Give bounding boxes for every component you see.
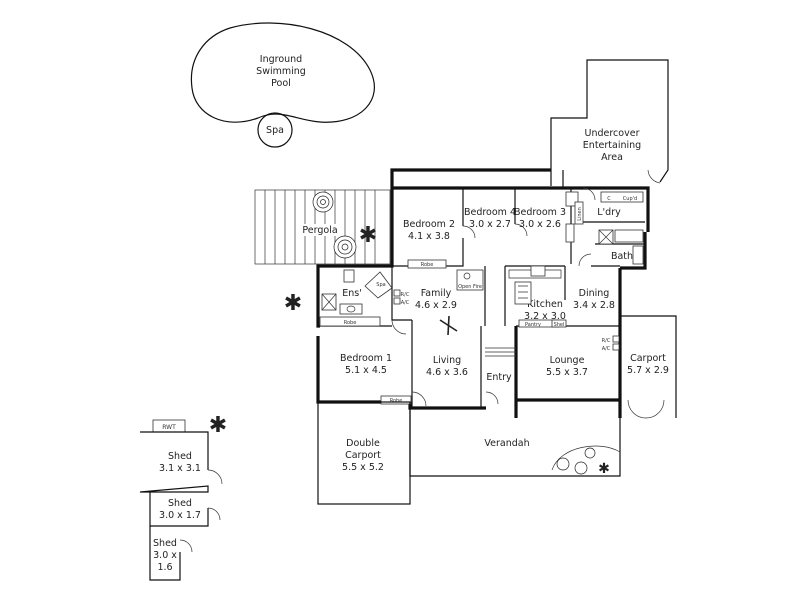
laundry-name: L'dry <box>597 207 621 218</box>
robe-label-1: Robe <box>421 262 434 268</box>
rc-unit-lounge <box>612 335 620 343</box>
ensuite-spa-label: Spa <box>376 282 385 288</box>
carport-east <box>620 315 677 419</box>
plant-icon <box>312 191 357 259</box>
pantry-label: Pantry <box>525 322 541 328</box>
lounge-dims: 5.5 x 3.7 <box>546 367 588 378</box>
shed2-dims: 3.0 x 1.7 <box>159 510 201 521</box>
bedroom1-name: Bedroom 1 <box>340 353 392 364</box>
family-name: Family <box>421 288 452 299</box>
pool-label-2: Swimming <box>256 66 306 77</box>
bedroom4-name: Bedroom 4 <box>464 207 516 218</box>
shed3-dims-1: 3.0 x <box>153 550 177 561</box>
pergola-label: Pergola <box>302 225 337 236</box>
living-dims: 4.6 x 3.6 <box>426 367 468 378</box>
rc-unit <box>393 289 401 297</box>
entertaining-label-1: Undercover <box>585 128 640 139</box>
double-carport-name-2: Carport <box>345 450 381 461</box>
entertaining-area-outline <box>550 59 669 186</box>
shed2-name: Shed <box>168 498 192 509</box>
linen-label: Linen <box>577 207 583 221</box>
shel-label: Shel <box>554 322 565 328</box>
double-carport-name-1: Double <box>346 438 380 449</box>
palm-plant-icon: ✱ <box>359 223 377 248</box>
living-name: Living <box>433 355 461 366</box>
ceiling-fan-icon <box>439 315 458 336</box>
entry-steps <box>485 347 516 357</box>
cupboard-c-label: C <box>607 196 611 202</box>
bedroom2-name: Bedroom 2 <box>403 219 455 230</box>
robe-ensuite <box>319 316 381 327</box>
cupboard-label: Cup'd <box>623 196 637 202</box>
kitchen-fixtures <box>508 265 567 328</box>
kitchen-dims: 3.2 x 3.0 <box>524 311 566 322</box>
double-carport-dims: 5.5 x 5.2 <box>342 462 384 473</box>
ac-label-family: A/C <box>401 300 410 306</box>
ensuite-name: Ens' <box>342 288 362 299</box>
sheds <box>139 419 223 581</box>
carport-name: Carport <box>630 353 666 364</box>
shed1-name: Shed <box>168 451 192 462</box>
rc-label-lounge: R/C <box>602 338 611 344</box>
entertaining-label-3: Area <box>601 152 623 163</box>
open-fire <box>456 269 484 291</box>
rc-label-family: R/C <box>401 292 410 298</box>
bedroom2-dims: 4.1 x 3.8 <box>408 231 450 242</box>
verandah-label: Verandah <box>484 438 529 449</box>
spa <box>257 112 293 148</box>
ac-label-lounge: A/C <box>602 346 611 352</box>
pool-label-1: Inground <box>260 54 302 65</box>
pool-label-3: Pool <box>271 78 291 89</box>
entertaining-label-2: Entertaining <box>583 140 641 151</box>
robe-bedroom2 <box>407 259 447 269</box>
shed3-dims-2: 1.6 <box>157 562 172 573</box>
garden-shrubs <box>556 447 596 475</box>
bedroom3-dims: 3.0 x 2.6 <box>519 219 561 230</box>
dining-name: Dining <box>579 288 610 299</box>
bath-name: Bath <box>611 251 633 262</box>
bedroom3-name: Bedroom 3 <box>514 207 566 218</box>
lounge-name: Lounge <box>550 355 585 366</box>
shed3-name: Shed <box>153 538 177 549</box>
kitchen-name: Kitchen <box>527 299 563 310</box>
ac-unit <box>393 297 401 305</box>
shed1-dims: 3.1 x 3.1 <box>159 463 201 474</box>
door-swings <box>391 187 596 407</box>
laundry-fixtures <box>565 191 644 265</box>
house-walls <box>316 168 650 418</box>
entry-name: Entry <box>486 372 512 383</box>
palm-plant-icon: ✱ <box>284 291 302 316</box>
open-fire-label: Open Fire <box>458 284 482 290</box>
rwt-label: RWT <box>162 424 176 431</box>
ensuite-fixtures <box>321 269 393 315</box>
bedroom4-dims: 3.0 x 2.7 <box>469 219 511 230</box>
ac-unit-lounge <box>612 343 620 351</box>
robe-label-2: Robe <box>344 320 357 326</box>
swimming-pool <box>190 22 375 123</box>
family-dims: 4.6 x 2.9 <box>415 300 457 311</box>
palm-plant-icon: ✱ <box>209 413 227 438</box>
garden-bed <box>551 445 621 471</box>
robe-bedroom1 <box>380 395 412 405</box>
bedroom1-dims: 5.1 x 4.5 <box>345 365 387 376</box>
double-carport <box>317 401 411 505</box>
dining-dims: 3.4 x 2.8 <box>573 300 615 311</box>
spa-label: Spa <box>266 125 284 136</box>
palm-plant-icon: ✱ <box>598 461 610 477</box>
carport-dims: 5.7 x 2.9 <box>627 365 669 376</box>
robe-label-3: Robe <box>390 398 403 404</box>
